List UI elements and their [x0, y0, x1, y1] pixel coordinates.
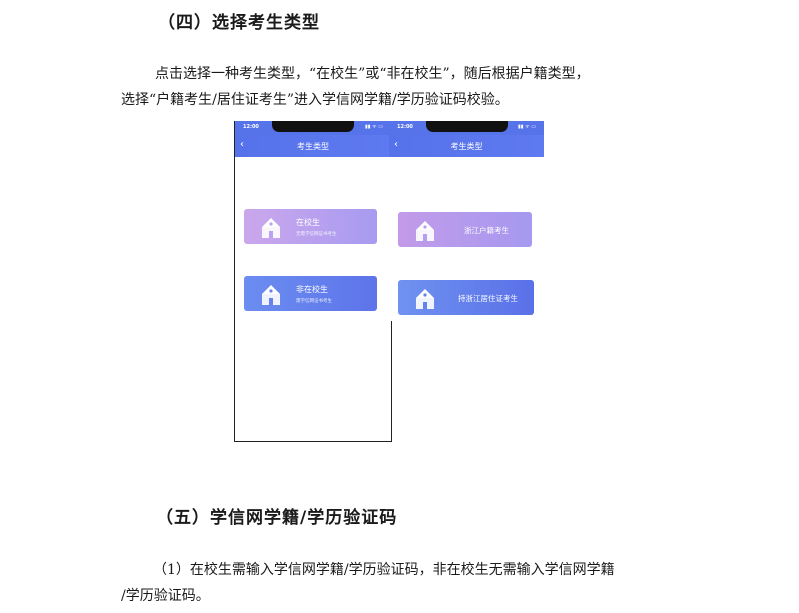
card-zhejiang-residence-permit-student[interactable]: 持浙江居住证考生 [398, 280, 534, 315]
card-non-school-student[interactable]: 非在校生 需学信网证书考生 [244, 276, 377, 311]
section-5-paragraph-line-1: （1）在校生需输入学信网学籍/学历验证码，非在校生无需输入学信网学籍 [153, 562, 615, 578]
section-4-heading: （四）选择考生类型 [158, 13, 320, 33]
section-4-paragraph-line-1: 点击选择一种考生类型，“在校生”或“非在校生”，随后根据户籍类型， [155, 66, 590, 82]
chevron-left-icon[interactable]: ‹ [394, 139, 398, 150]
signal-icon: ▮▮ ᯤ ▭ [365, 124, 383, 130]
nav-bar: ‹ 考生类型 [235, 135, 391, 157]
card-in-school-student[interactable]: 在校生 无需学信网证书考生 [244, 209, 377, 244]
card-title: 在校生 [296, 218, 320, 227]
phone-notch [425, 121, 508, 132]
status-time: 12:00 [397, 124, 413, 130]
status-time: 12:00 [243, 124, 259, 130]
signal-icon: ▮▮ ᯤ ▭ [518, 124, 536, 130]
card-zhejiang-household-student[interactable]: 浙江户籍考生 [398, 212, 532, 247]
phone-screenshot-student-type: 12:00 ▮▮ ᯤ ▭ ‹ 考生类型 在校生 无需学信网证书考生 非在校生 需… [234, 121, 392, 442]
school-building-icon [262, 218, 280, 238]
nav-bar: ‹ 考生类型 [389, 135, 544, 157]
card-title: 持浙江居住证考生 [458, 294, 518, 303]
section-5-paragraph-line-2: /学历验证码。 [121, 588, 210, 604]
nav-title: 考生类型 [450, 142, 483, 151]
card-title: 非在校生 [296, 285, 328, 294]
section-4-paragraph-line-2: 选择“户籍考生/居住证考生”进入学信网学籍/学历验证码校验。 [121, 92, 509, 108]
chevron-left-icon[interactable]: ‹ [240, 139, 244, 150]
card-subtitle: 需学信网证书考生 [296, 299, 332, 304]
school-building-icon [416, 289, 434, 309]
phone-notch [272, 121, 354, 132]
nav-title: 考生类型 [297, 142, 329, 151]
school-building-icon [262, 285, 280, 305]
school-building-icon [416, 221, 434, 241]
card-subtitle: 无需学信网证书考生 [296, 232, 337, 237]
section-5-heading: （五）学信网学籍/学历验证码 [156, 508, 398, 528]
card-title: 浙江户籍考生 [464, 226, 509, 235]
phone-screenshot-residence-type: 12:00 ▮▮ ᯤ ▭ ‹ 考生类型 浙江户籍考生 持浙江居住证考生 [389, 121, 544, 321]
